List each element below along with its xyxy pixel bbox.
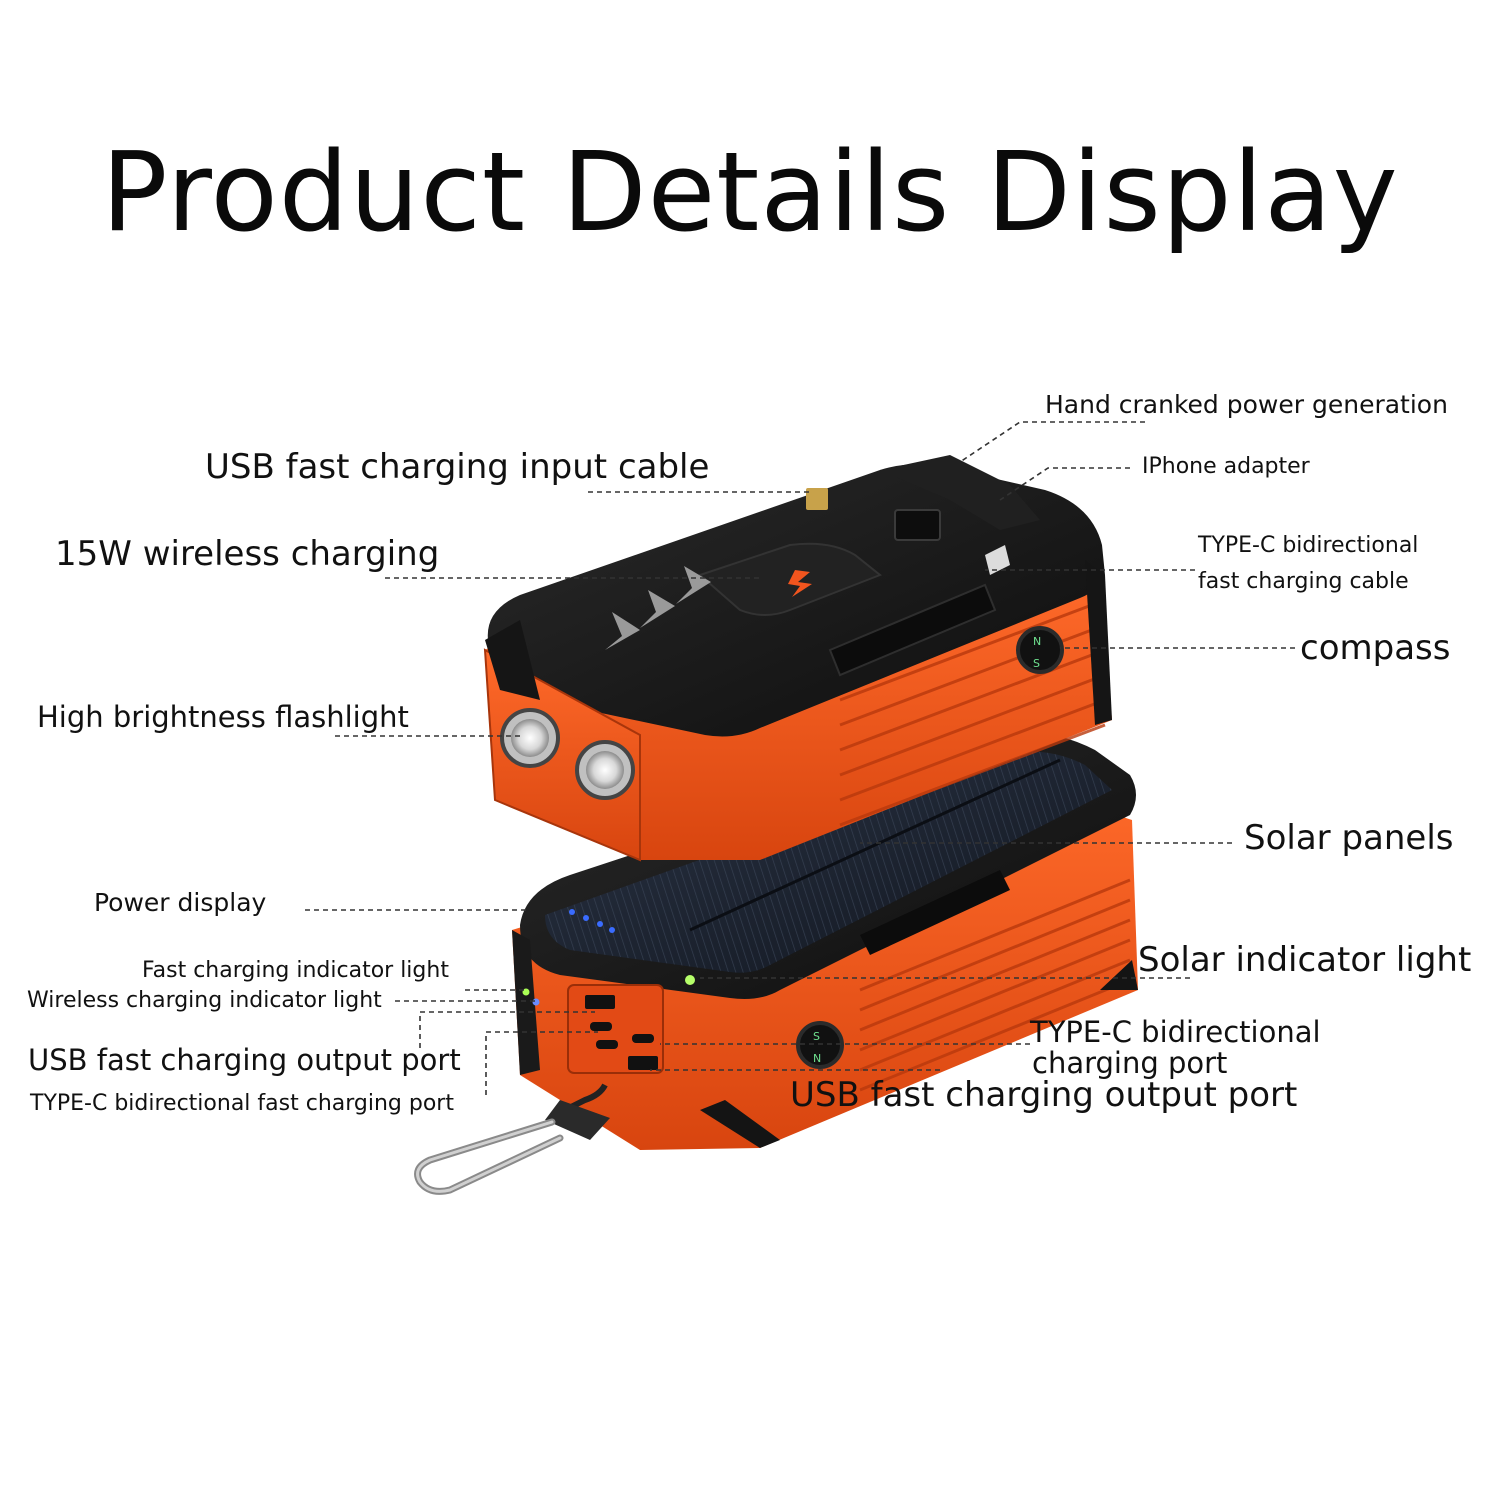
solar-unit-ribs [859, 878, 1131, 1092]
usb-output-port-left [585, 995, 615, 1009]
solar-indicator-led [685, 975, 695, 985]
solar-unit-front-corner [512, 930, 540, 1075]
usb-output-port-right [628, 1056, 658, 1070]
power-display-leds [569, 909, 615, 933]
page-title: Product Details Display [101, 128, 1399, 256]
label-typec-cable-line1: TYPE-C bidirectional [1198, 533, 1419, 558]
wireless-charging-pad [698, 542, 882, 616]
usb-input-cable-connector [806, 488, 828, 510]
top-unit-ribs [839, 598, 1106, 827]
top-unit: N S [483, 455, 1112, 862]
hand-crank [880, 455, 1040, 541]
label-usb-output-left: USB fast charging output port [28, 1043, 461, 1077]
label-hand-cranked: Hand cranked power generation [1045, 390, 1448, 419]
label-usb-input-cable: USB fast charging input cable [205, 447, 710, 487]
label-flashlight: High brightness flashlight [37, 700, 409, 734]
label-typec-cable-line2: fast charging cable [1198, 569, 1409, 594]
flashlight-panel [483, 648, 641, 862]
label-power-display: Power display [94, 888, 267, 917]
label-wireless-15w: 15W wireless charging [55, 534, 440, 574]
typec-port [590, 1022, 612, 1031]
wireless-charging-indicator-led [532, 998, 540, 1006]
label-typec-port-line1: TYPE-C bidirectional [1030, 1015, 1321, 1049]
top-unit-grip [828, 583, 997, 677]
label-typec-fast-port: TYPE-C bidirectional fast charging port [30, 1091, 454, 1116]
label-typec-port-line2: charging port [1032, 1046, 1228, 1080]
leader-lines [305, 421, 1295, 1095]
top-unit-compass [1016, 626, 1064, 674]
fast-charging-indicator-led [522, 988, 530, 996]
svg-text:S: S [1033, 657, 1040, 670]
solar-unit: S N [512, 732, 1138, 1150]
carabiner [414, 1083, 610, 1195]
typec-cable-connector [985, 545, 1010, 575]
label-solar-indicator: Solar indicator light [1138, 940, 1472, 980]
label-solar-panels: Solar panels [1244, 818, 1454, 858]
label-iphone-adapter: IPhone adapter [1142, 454, 1310, 479]
label-fast-charging-indicator: Fast charging indicator light [142, 958, 449, 983]
solar-unit-compass [796, 1021, 844, 1069]
lightning-icon [788, 570, 812, 597]
chevron-decorations [605, 566, 711, 650]
svg-text:S: S [813, 1030, 820, 1043]
solar-unit-grip [860, 870, 1010, 955]
label-usb-output-right: USB fast charging output port [790, 1075, 1298, 1115]
typec-fast-port [596, 1040, 618, 1049]
label-compass: compass [1300, 628, 1451, 668]
svg-text:N: N [813, 1052, 821, 1065]
label-wireless-indicator: Wireless charging indicator light [27, 988, 382, 1013]
svg-text:N: N [1033, 635, 1041, 648]
